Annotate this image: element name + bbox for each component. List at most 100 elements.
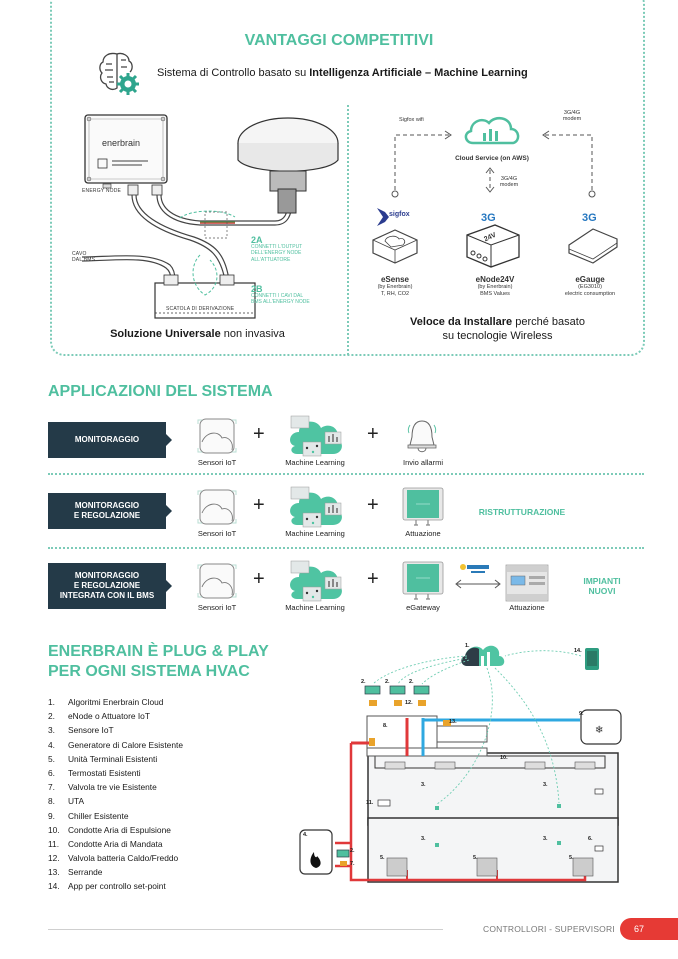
plus-sign: + bbox=[253, 568, 265, 590]
diagram-label: 2. bbox=[385, 679, 390, 685]
app-row-label-integrata-bms: MONITORAGGIO E REGOLAZIONE INTEGRATA CON… bbox=[48, 563, 172, 609]
diagram-label: 11. bbox=[366, 800, 374, 806]
diagram-label: 3. bbox=[543, 836, 548, 842]
iot-sensor-icon bbox=[197, 489, 237, 525]
list-item: 6.Termostati Esistenti bbox=[48, 767, 141, 778]
step-2a-text: CONNETTI L'OUTPUT DELL'ENERGY NODE ALL'A… bbox=[251, 244, 303, 263]
app-item-caption: Machine Learning bbox=[285, 458, 345, 467]
tag-ristrutturazione: RISTRUTTURAZIONE bbox=[478, 507, 566, 517]
svg-text:3G: 3G bbox=[481, 212, 496, 224]
footer-rule bbox=[48, 929, 443, 930]
sigfox-brand-label: sigfox bbox=[389, 211, 410, 218]
esense-device-icon bbox=[372, 229, 418, 264]
diagram-label: 2. bbox=[350, 848, 355, 854]
list-item: 10.Condotte Aria di Espulsione bbox=[48, 824, 171, 835]
diagram-label: 3. bbox=[543, 782, 548, 788]
modem-label-right: 3G/4G modem bbox=[562, 110, 582, 122]
subtitle: Sistema di Controllo basato su Intellige… bbox=[157, 67, 528, 79]
energy-node-label: ENERGY NODE bbox=[82, 188, 122, 194]
device-name: eGauge bbox=[575, 275, 605, 284]
device-egauge: eGauge (EG3010) electric consumption bbox=[555, 275, 625, 297]
diagram-label: 3. bbox=[421, 836, 426, 842]
diagram-label: 3. bbox=[421, 782, 426, 788]
diagram-label: 14. bbox=[574, 648, 582, 654]
list-item: 13.Serrande bbox=[48, 867, 103, 878]
list-item: 9.Chiller Esistente bbox=[48, 810, 129, 821]
thermostat-icon bbox=[594, 788, 604, 795]
caption-line2: su tecnologie Wireless bbox=[442, 330, 553, 343]
app-item-caption: Sensori IoT bbox=[197, 603, 237, 612]
wireless-architecture-diagram: 3G 3G bbox=[372, 116, 618, 268]
competitive-advantages-box bbox=[50, 0, 645, 356]
diagram-label: 4. bbox=[303, 832, 308, 838]
device-enode24v: eNode24V (by Enerbrain) BMS Values bbox=[465, 275, 525, 297]
caption-rest: non invasiva bbox=[220, 328, 285, 340]
machine-learning-icon bbox=[290, 560, 342, 602]
diagram-label: 1. bbox=[465, 643, 470, 649]
diagram-label: 2. bbox=[361, 679, 366, 685]
tag-impianti-nuovi: IMPIANTI NUOVI bbox=[583, 576, 621, 597]
app-item-caption: eGateway bbox=[406, 603, 440, 612]
actuator-icon bbox=[394, 700, 402, 706]
subtitle-bold: Intelligenza Artificiale – Machine Learn… bbox=[309, 67, 528, 79]
title-line-1: ENERBRAIN È PLUG & PLAY bbox=[48, 643, 269, 660]
diagram-label: 8. bbox=[383, 723, 388, 729]
device-sub1: (by Enerbrain) bbox=[377, 284, 413, 290]
3g-icon-center: 3G bbox=[481, 212, 496, 224]
sigfox-logo-icon bbox=[377, 208, 389, 226]
alarm-bell-icon bbox=[407, 420, 437, 453]
left-panel-caption: Soluzione Universale non invasiva bbox=[60, 328, 335, 340]
list-item: 5.Unità Terminali Esistenti bbox=[48, 753, 158, 764]
diagram-label: 13. bbox=[449, 719, 457, 725]
plus-sign: + bbox=[367, 423, 379, 445]
app-item-caption: Machine Learning bbox=[285, 529, 345, 538]
list-item: 14.App per controllo set-point bbox=[48, 881, 166, 892]
enode-icon bbox=[364, 685, 381, 695]
thermostat-icon bbox=[594, 845, 604, 852]
diagram-label: 10. bbox=[500, 755, 508, 761]
device-sub1: (by Enerbrain) bbox=[477, 284, 513, 290]
list-item: 11.Condotte Aria di Mandata bbox=[48, 838, 163, 849]
app-item-caption: Invio allarmi bbox=[402, 458, 443, 467]
modbus-link-icon bbox=[455, 564, 501, 589]
app-item-caption: Attuazione bbox=[509, 603, 545, 612]
energy-node-device bbox=[84, 114, 168, 196]
list-item: 2.eNode o Attuatore IoT bbox=[48, 711, 150, 722]
section-title-vantaggi: VANTAGGI COMPETITIVI bbox=[244, 32, 434, 49]
diagram-label: 12. bbox=[405, 700, 413, 706]
cloud-icon bbox=[464, 116, 520, 145]
device-sub2: T, RH, CO2 bbox=[380, 290, 410, 297]
diagram-label: 5. bbox=[380, 855, 385, 861]
brain-gear-icon bbox=[99, 52, 139, 95]
section-title-applicazioni: APPLICAZIONI DEL SISTEMA bbox=[48, 383, 273, 400]
device-sub1: (EG3010) bbox=[578, 284, 602, 290]
svg-text:3G: 3G bbox=[582, 212, 597, 224]
actuator-device bbox=[237, 117, 339, 214]
device-name: eNode24V bbox=[475, 275, 515, 284]
actuator-icon bbox=[369, 700, 377, 706]
plus-sign: + bbox=[253, 423, 265, 445]
row-divider bbox=[48, 547, 644, 549]
actuator-box-icon bbox=[402, 487, 444, 526]
plus-sign: + bbox=[367, 568, 379, 590]
diagram-label: 7. bbox=[350, 861, 355, 867]
list-item: 8.UTA bbox=[48, 796, 85, 807]
modem-label-center: 3G/4G modem bbox=[499, 176, 519, 188]
supply-duct-icon bbox=[377, 799, 391, 807]
plus-sign: + bbox=[253, 494, 265, 516]
diagram-label: 5. bbox=[473, 855, 478, 861]
svg-text:❄: ❄ bbox=[595, 725, 603, 736]
machine-learning-icon bbox=[290, 415, 342, 457]
footer-section-name: CONTROLLORI - SUPERVISORI bbox=[483, 924, 615, 934]
title-line-2: PER OGNI SISTEMA HVAC bbox=[48, 662, 250, 680]
caption-bold: Soluzione Universale bbox=[110, 328, 221, 340]
list-item: 4.Generatore di Calore Esistente bbox=[48, 739, 183, 750]
iot-sensor-icon bbox=[197, 418, 237, 454]
valve-actuator-icon bbox=[369, 738, 375, 746]
app-item-caption: Sensori IoT bbox=[197, 458, 237, 467]
step-2b-text: CONNETTI I CAVI DAL BMS ALL'ENERGY NODE bbox=[251, 293, 310, 306]
app-item-caption: Sensori IoT bbox=[197, 529, 237, 538]
sigfox-wifi-label: Sigfox wifi bbox=[399, 117, 424, 123]
section-title-plug-play: ENERBRAIN È PLUG & PLAY PER OGNI SISTEMA… bbox=[48, 642, 269, 681]
cloud-service-label: Cloud Service (on AWS) bbox=[455, 155, 529, 162]
